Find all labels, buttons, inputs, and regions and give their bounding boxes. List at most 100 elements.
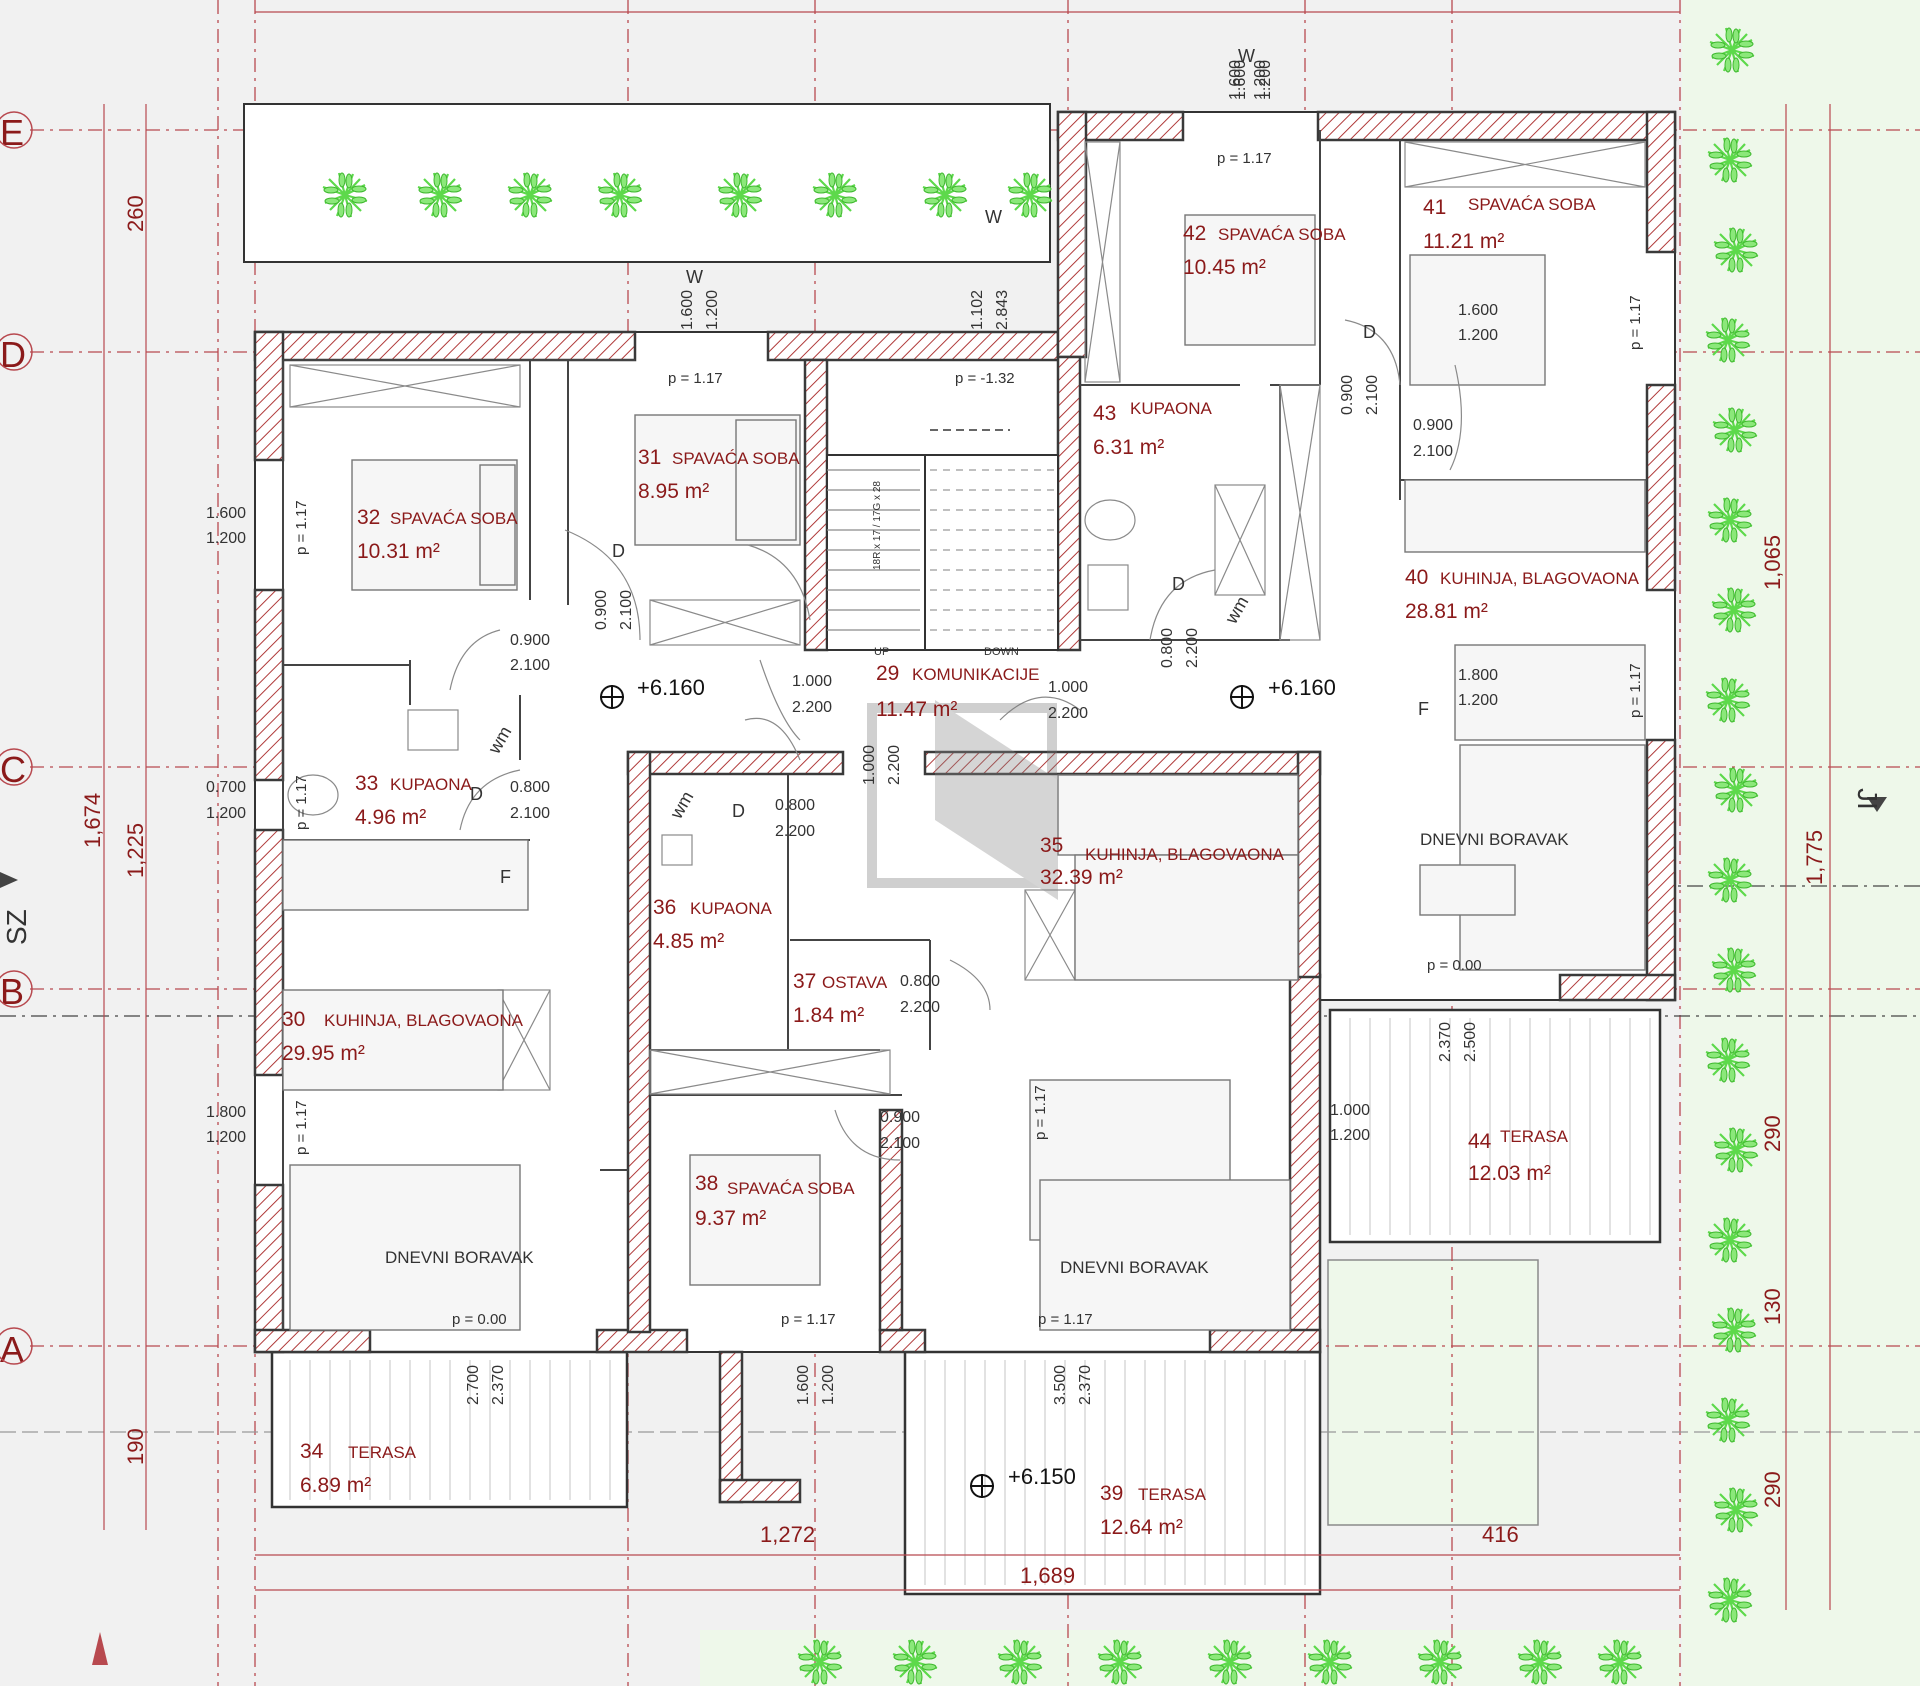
svg-text:2.100: 2.100 — [880, 1135, 920, 1152]
fridge-40: F — [1418, 699, 1429, 719]
svg-text:TERASA: TERASA — [1500, 1127, 1569, 1146]
svg-text:p = -1.32: p = -1.32 — [955, 370, 1015, 387]
svg-text:0.900: 0.900 — [880, 1109, 920, 1126]
room-40: 40 KUHINJA, BLAGOVAONA 28.81 m² — [1405, 566, 1640, 623]
svg-text:44: 44 — [1468, 1130, 1492, 1153]
svg-text:32.39 m²: 32.39 m² — [1040, 866, 1123, 889]
dim-right-130: 130 — [1760, 1288, 1785, 1325]
svg-text:SPAVAĆA SOBA: SPAVAĆA SOBA — [1218, 225, 1346, 244]
planter-box — [243, 103, 1051, 263]
svg-text:1.000: 1.000 — [1048, 679, 1088, 696]
svg-text:1.200: 1.200 — [704, 290, 721, 330]
svg-text:2.200: 2.200 — [886, 745, 903, 785]
svg-text:2.370: 2.370 — [1437, 1022, 1454, 1062]
stair-up: UP — [874, 646, 889, 658]
svg-text:1.200: 1.200 — [1330, 1127, 1370, 1144]
svg-text:1.200: 1.200 — [206, 530, 246, 547]
stair-down: DOWN — [984, 646, 1019, 658]
terrace-decking — [289, 1018, 1651, 1585]
svg-text:28.81 m²: 28.81 m² — [1405, 600, 1488, 623]
door-mark-36: D — [732, 801, 745, 821]
svg-text:3.500: 3.500 — [1052, 1365, 1069, 1405]
svg-text:2.370: 2.370 — [490, 1365, 507, 1405]
svg-text:0.900: 0.900 — [1413, 417, 1453, 434]
svg-text:2.200: 2.200 — [1048, 705, 1088, 722]
svg-text:12.64 m²: 12.64 m² — [1100, 1516, 1183, 1539]
svg-text:8.95 m²: 8.95 m² — [638, 480, 709, 503]
dim-right-290-b: 290 — [1760, 1471, 1785, 1508]
svg-text:29: 29 — [876, 662, 899, 685]
svg-text:p = 1.17: p = 1.17 — [1038, 1311, 1093, 1328]
svg-text:KUPAONA: KUPAONA — [690, 899, 773, 918]
svg-text:KUHINJA, BLAGOVAONA: KUHINJA, BLAGOVAONA — [1440, 569, 1640, 588]
level-terrace: +6.150 — [1008, 1464, 1076, 1489]
stair-note: 18R x 17 / 17G x 28 — [872, 481, 883, 570]
svg-text:JI: JI — [1852, 788, 1883, 810]
furniture-wardrobes — [289, 141, 1646, 1095]
svg-text:TERASA: TERASA — [348, 1443, 417, 1462]
level-east: +6.160 — [1268, 675, 1336, 700]
svg-text:2.100: 2.100 — [1413, 443, 1453, 460]
svg-text:1.600: 1.600 — [1458, 302, 1498, 319]
furniture-sofas — [289, 744, 1646, 1331]
dim-bottom-1689: 1,689 — [1020, 1563, 1075, 1588]
door-mark-33: D — [470, 784, 483, 804]
garden-strip-south — [700, 1630, 1680, 1686]
dim-right-290-a: 290 — [1760, 1115, 1785, 1152]
level-west: +6.160 — [637, 675, 705, 700]
svg-text:2.200: 2.200 — [775, 823, 815, 840]
orientation-east: JI — [1852, 788, 1887, 812]
svg-text:1.600: 1.600 — [679, 290, 696, 330]
svg-text:2.370: 2.370 — [1077, 1365, 1094, 1405]
svg-text:12.03 m²: 12.03 m² — [1468, 1162, 1551, 1185]
axis-labels: E D C B A — [0, 112, 26, 1370]
svg-text:30: 30 — [282, 1008, 305, 1031]
svg-text:SPAVAĆA SOBA: SPAVAĆA SOBA — [672, 449, 800, 468]
dim-left-1674: 1,674 — [80, 793, 105, 848]
living-labels: DNEVNI BORAVAK DNEVNI BORAVAK DNEVNI BOR… — [385, 830, 1569, 1277]
svg-text:0.800: 0.800 — [775, 797, 815, 814]
svg-text:2.100: 2.100 — [1364, 375, 1381, 415]
svg-text:p = 1.17: p = 1.17 — [293, 500, 310, 555]
svg-text:1.600: 1.600 — [206, 505, 246, 522]
svg-text:0.900: 0.900 — [510, 632, 550, 649]
window-mark-top: W — [985, 207, 1002, 227]
orientation-west: SZ — [0, 872, 32, 945]
watermark-logo — [867, 700, 1058, 900]
bathroom-fixtures — [287, 484, 1266, 866]
dim-left-260: 260 — [123, 195, 148, 232]
svg-text:1.600: 1.600 — [1232, 60, 1249, 100]
svg-text:p = 0.00: p = 0.00 — [1427, 957, 1482, 974]
svg-text:10.31 m²: 10.31 m² — [357, 540, 440, 563]
svg-text:1.600: 1.600 — [795, 1365, 812, 1405]
svg-text:11.21 m²: 11.21 m² — [1423, 230, 1504, 253]
interior-walls — [626, 355, 1322, 1334]
svg-text:SPAVAĆA SOBA: SPAVAĆA SOBA — [390, 509, 518, 528]
dim-left-1225: 1,225 — [123, 823, 148, 878]
svg-text:31: 31 — [638, 446, 661, 469]
svg-text:SZ: SZ — [1, 909, 32, 945]
window-mark-42: W — [1238, 46, 1255, 66]
svg-text:2.100: 2.100 — [618, 590, 635, 630]
svg-text:KOMUNIKACIJE: KOMUNIKACIJE — [912, 665, 1040, 684]
svg-text:40: 40 — [1405, 566, 1428, 589]
svg-text:OSTAVA: OSTAVA — [822, 973, 888, 992]
svg-text:36: 36 — [653, 896, 676, 919]
living-label-middle: DNEVNI BORAVAK — [1060, 1258, 1209, 1277]
stair — [826, 429, 1059, 651]
exterior-walls — [253, 110, 1677, 1504]
svg-text:0.900: 0.900 — [1339, 375, 1356, 415]
svg-text:1.600: 1.600 — [1227, 60, 1244, 100]
